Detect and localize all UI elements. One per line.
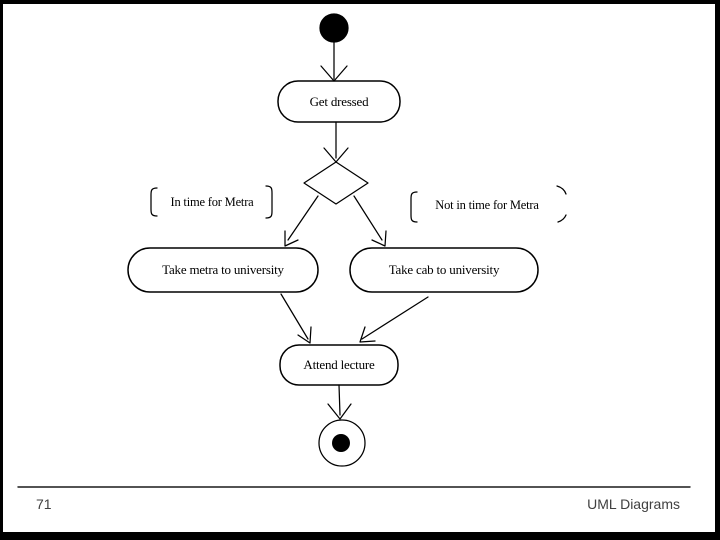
activity-take-cab-label: Take cab to university (388, 262, 500, 277)
activity-take-metra-label: Take metra to university (162, 262, 284, 277)
guard-left-open-bracket (150, 187, 158, 217)
guard-right-close-bracket-top (556, 185, 567, 195)
activity-attend-lecture-label: Attend lecture (303, 357, 375, 372)
decision-diamond-shape (303, 161, 369, 205)
arrowhead-icon (297, 326, 312, 344)
footer-title: UML Diagrams (587, 496, 680, 512)
edge-metra-to-attend (280, 293, 309, 340)
activity-take-cab-shape (349, 247, 539, 293)
initial-node-icon (319, 13, 349, 43)
edge-decision-to-cab (353, 195, 383, 241)
guard-right-close-bracket-bottom (557, 214, 567, 223)
activity-get-dressed-shape (277, 80, 401, 123)
arrowhead-icon (327, 403, 352, 420)
edge-decision-to-metra (287, 195, 319, 241)
guard-right-open-bracket (410, 191, 418, 223)
arrowhead-icon (371, 230, 387, 247)
activity-take-metra-shape (127, 247, 319, 293)
guard-in-time-label: In time for Metra (170, 195, 254, 209)
footer-page-number: 71 (36, 496, 52, 512)
final-node-icon (332, 434, 350, 452)
arrowhead-icon (284, 230, 299, 247)
guard-not-in-time-label: Not in time for Metra (435, 198, 539, 212)
edge-cab-to-attend (361, 296, 429, 340)
edge-attend-to-final (338, 384, 341, 416)
arrowhead-icon (359, 326, 376, 343)
guard-left-close-bracket (265, 185, 273, 219)
activity-get-dressed-label: Get dressed (309, 93, 369, 109)
